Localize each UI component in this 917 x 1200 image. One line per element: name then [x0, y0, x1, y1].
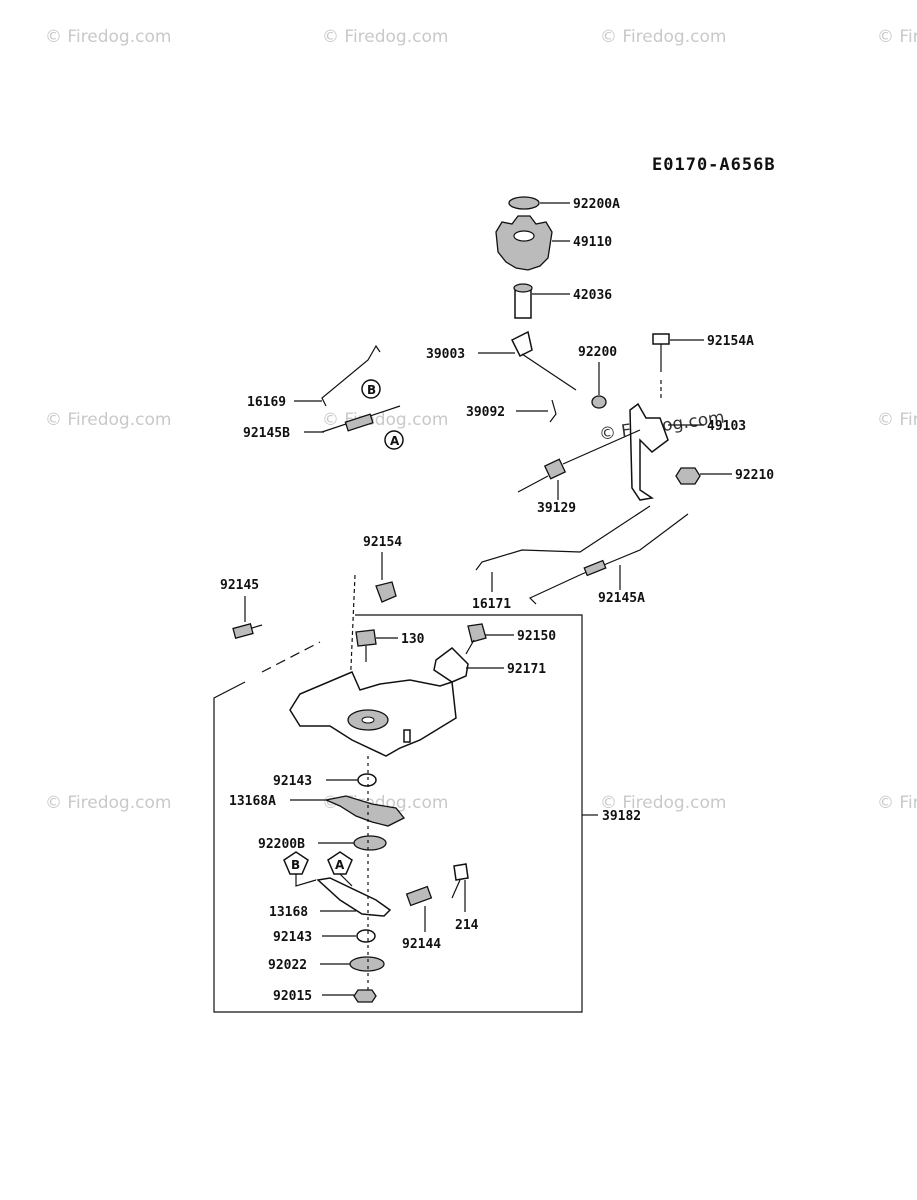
part-label: 92200A: [573, 197, 620, 212]
watermark: © Firedog.com: [45, 27, 171, 47]
watermark: © Firedog.com: [45, 793, 171, 813]
pin-39092: [549, 399, 557, 423]
washer-92022: [349, 956, 385, 972]
bolt-92154: [375, 581, 397, 603]
spring-rod-92145A: [528, 513, 689, 605]
watermark: © Firedog.com: [877, 27, 917, 47]
spring-92145: [232, 623, 263, 639]
bolt-92150: [465, 623, 487, 655]
washer-92200: [591, 395, 607, 409]
callout-b: [361, 379, 381, 399]
callout-leader-a: [339, 873, 353, 887]
shaft-39003: [510, 330, 577, 391]
bracket-plate: [289, 671, 457, 757]
part-label: 39182: [602, 809, 641, 824]
watermark: © Firedog.com: [322, 410, 448, 430]
spring-92145A: [583, 559, 607, 577]
lever-49103: [629, 402, 669, 501]
part-label: 49110: [573, 235, 612, 250]
part-label: 92145: [220, 578, 259, 593]
part-label: 39129: [537, 501, 576, 516]
bracket-92171: [433, 647, 469, 683]
nut-92015: [353, 989, 377, 1003]
bolt-92154A: [652, 333, 670, 372]
part-label: 92154: [363, 535, 402, 550]
bolt-214: [451, 863, 469, 899]
assembly-dash: [261, 641, 321, 673]
callout-a-text: A: [390, 434, 400, 448]
axis-92154: [349, 574, 356, 691]
part-label: 16169: [247, 395, 286, 410]
part-label: 92143: [273, 930, 312, 945]
callout-a-lower: [327, 851, 353, 875]
part-label: 92200: [578, 345, 617, 360]
spring-39129: [517, 429, 641, 493]
part-label: 39092: [466, 405, 505, 420]
washer-92143-upper: [357, 773, 377, 787]
callout-a-lower-text: A: [335, 858, 345, 872]
part-label: 42036: [573, 288, 612, 303]
diagram-code: E0170-A656B: [652, 155, 776, 175]
shaft-42036: [513, 283, 533, 319]
part-label: 92144: [402, 937, 441, 952]
watermark: © Firedog.com: [600, 27, 726, 47]
washer-92143-lower: [356, 929, 376, 943]
part-label: 49103: [707, 419, 746, 434]
callout-a: [384, 430, 404, 450]
part-label: 92022: [268, 958, 307, 973]
watermark: © Firedog.com: [877, 793, 917, 813]
part-label: 92150: [517, 629, 556, 644]
part-label: 39003: [426, 347, 465, 362]
lever-13168: [316, 877, 392, 917]
part-label: 16171: [472, 597, 511, 612]
watermarks: © Firedog.com © Firedog.com © Firedog.co…: [45, 27, 917, 813]
part-label: 214: [455, 918, 479, 933]
callout-leader-b: [295, 874, 317, 887]
part-label: 92143: [273, 774, 312, 789]
callout-b-text: B: [367, 383, 376, 397]
washer-92200A: [508, 196, 540, 210]
spring-92144: [405, 885, 433, 907]
rod-16171: [475, 505, 651, 571]
watermark: © Firedog.com: [45, 410, 171, 430]
part-label: 13168A: [229, 794, 276, 809]
part-label: 92210: [735, 468, 774, 483]
bolt-130: [355, 629, 377, 662]
gear-49110: [495, 215, 553, 271]
part-label: 92145A: [598, 591, 645, 606]
part-labels: 92200A 49110 42036 39003 92200 92154A 16…: [220, 197, 774, 1004]
watermark: © Firedog.com: [877, 410, 917, 430]
spring-92145B: [344, 413, 374, 432]
washer-92200B: [353, 835, 387, 851]
callout-b-lower: [283, 851, 309, 875]
part-label: 92015: [273, 989, 312, 1004]
lever-13168A: [323, 795, 406, 827]
nut-92210: [675, 467, 701, 485]
watermark: © Firedog.com: [600, 793, 726, 813]
link-16169: [321, 344, 381, 407]
part-label: 13168: [269, 905, 308, 920]
callout-b-lower-text: B: [291, 858, 300, 872]
part-label: 130: [401, 632, 425, 647]
watermark: © Firedog.com: [322, 27, 448, 47]
part-label: 92171: [507, 662, 546, 677]
part-label: 92200B: [258, 837, 305, 852]
assembly-box: [213, 614, 583, 1013]
part-label: 92145B: [243, 426, 290, 441]
part-label: 92154A: [707, 334, 754, 349]
